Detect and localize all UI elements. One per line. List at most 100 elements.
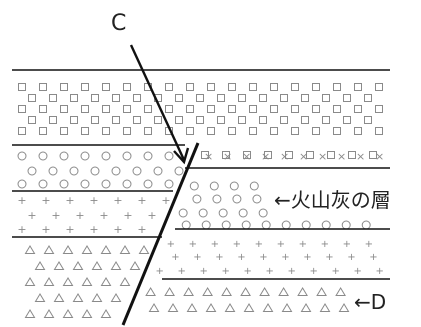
pattern-square [154, 116, 162, 124]
pattern-triangle [167, 303, 179, 312]
pattern-circle [218, 208, 228, 218]
layer-patterns: +++++++++++++++++++××××××××××+++++++++++… [17, 83, 384, 318]
pattern-square [81, 83, 89, 91]
pattern-triangle [24, 245, 36, 254]
pattern-plus: + [265, 266, 273, 277]
pattern-square [306, 151, 314, 159]
pattern-triangle [91, 261, 103, 270]
pattern-cross: × [204, 150, 213, 163]
arrow-c [129, 44, 190, 165]
pattern-triangle [62, 245, 74, 254]
pattern-square [222, 151, 230, 159]
pattern-square [270, 127, 278, 135]
pattern-triangle [221, 287, 232, 296]
pattern-plus: + [281, 252, 289, 263]
pattern-plus: + [113, 223, 122, 236]
pattern-square [249, 83, 257, 91]
pattern-plus: + [137, 223, 146, 236]
pattern-circle [281, 220, 291, 230]
pattern-square [217, 94, 225, 102]
pattern-circle [101, 151, 111, 161]
pattern-plus: + [199, 266, 207, 277]
pattern-square [354, 83, 362, 91]
pattern-square [102, 83, 110, 91]
pattern-square [228, 105, 236, 113]
pattern-circle [361, 220, 371, 230]
pattern-square [39, 127, 47, 135]
pattern-square [196, 94, 204, 102]
pattern-triangle [202, 287, 213, 296]
pattern-square [165, 105, 173, 113]
pattern-circle [252, 194, 262, 204]
pattern-triangle [243, 303, 255, 312]
pattern-triangle [53, 293, 65, 302]
pattern-circle [201, 220, 211, 230]
pattern-square [123, 127, 131, 135]
pattern-square [280, 94, 288, 102]
pattern-square [333, 83, 341, 91]
pattern-square [312, 105, 320, 113]
pattern-circle [198, 208, 208, 218]
pattern-plus: + [89, 194, 98, 207]
pattern-square [264, 151, 272, 159]
pattern-square [228, 127, 236, 135]
pattern-cross: × [261, 150, 270, 163]
pattern-square [364, 116, 372, 124]
pattern-square [291, 83, 299, 91]
pattern-triangle [119, 277, 131, 286]
pattern-plus: + [161, 194, 170, 207]
pattern-circle [122, 151, 132, 161]
pattern-circle [143, 179, 153, 189]
pattern-triangle [43, 277, 55, 286]
pattern-square [186, 127, 194, 135]
pattern-triangle [62, 309, 74, 318]
pattern-plus: + [347, 252, 355, 263]
pattern-square [144, 105, 152, 113]
pattern-square [60, 127, 68, 135]
pattern-square [301, 94, 309, 102]
pattern-plus: + [17, 194, 26, 207]
pattern-triangle [338, 303, 350, 312]
pattern-square [369, 151, 377, 159]
pattern-plus: + [193, 252, 201, 263]
pattern-circle [17, 151, 27, 161]
pattern-cross: × [223, 150, 232, 163]
pattern-plus: + [189, 239, 197, 250]
pattern-plus: + [255, 239, 263, 250]
pattern-square [39, 105, 47, 113]
pattern-circle [258, 208, 268, 218]
pattern-square [322, 116, 330, 124]
pattern-circle [189, 181, 199, 191]
pattern-triangle [81, 277, 93, 286]
pattern-circle [143, 151, 153, 161]
pattern-triangle [34, 293, 46, 302]
pattern-square [270, 83, 278, 91]
pattern-square [322, 94, 330, 102]
pattern-square [375, 105, 383, 113]
pattern-circle [101, 179, 111, 189]
pattern-square [238, 94, 246, 102]
pattern-square [133, 116, 141, 124]
pattern-circle [341, 220, 351, 230]
pattern-square [343, 94, 351, 102]
pattern-triangle [53, 261, 65, 270]
pattern-plus: + [177, 266, 185, 277]
pattern-square [333, 127, 341, 135]
pattern-plus: + [365, 239, 373, 250]
pattern-cross: × [299, 150, 308, 163]
pattern-circle [232, 194, 242, 204]
pattern-triangle [72, 261, 84, 270]
pattern-circle [174, 166, 184, 176]
pattern-square [364, 94, 372, 102]
pattern-triangle [24, 309, 36, 318]
pattern-square [49, 116, 57, 124]
fault-line [121, 142, 200, 326]
pattern-square [312, 127, 320, 135]
pattern-square [301, 116, 309, 124]
pattern-triangle [281, 303, 293, 312]
pattern-square [39, 83, 47, 91]
pattern-square [217, 116, 225, 124]
pattern-square [291, 127, 299, 135]
pattern-circle [238, 208, 248, 218]
pattern-triangle [43, 245, 55, 254]
